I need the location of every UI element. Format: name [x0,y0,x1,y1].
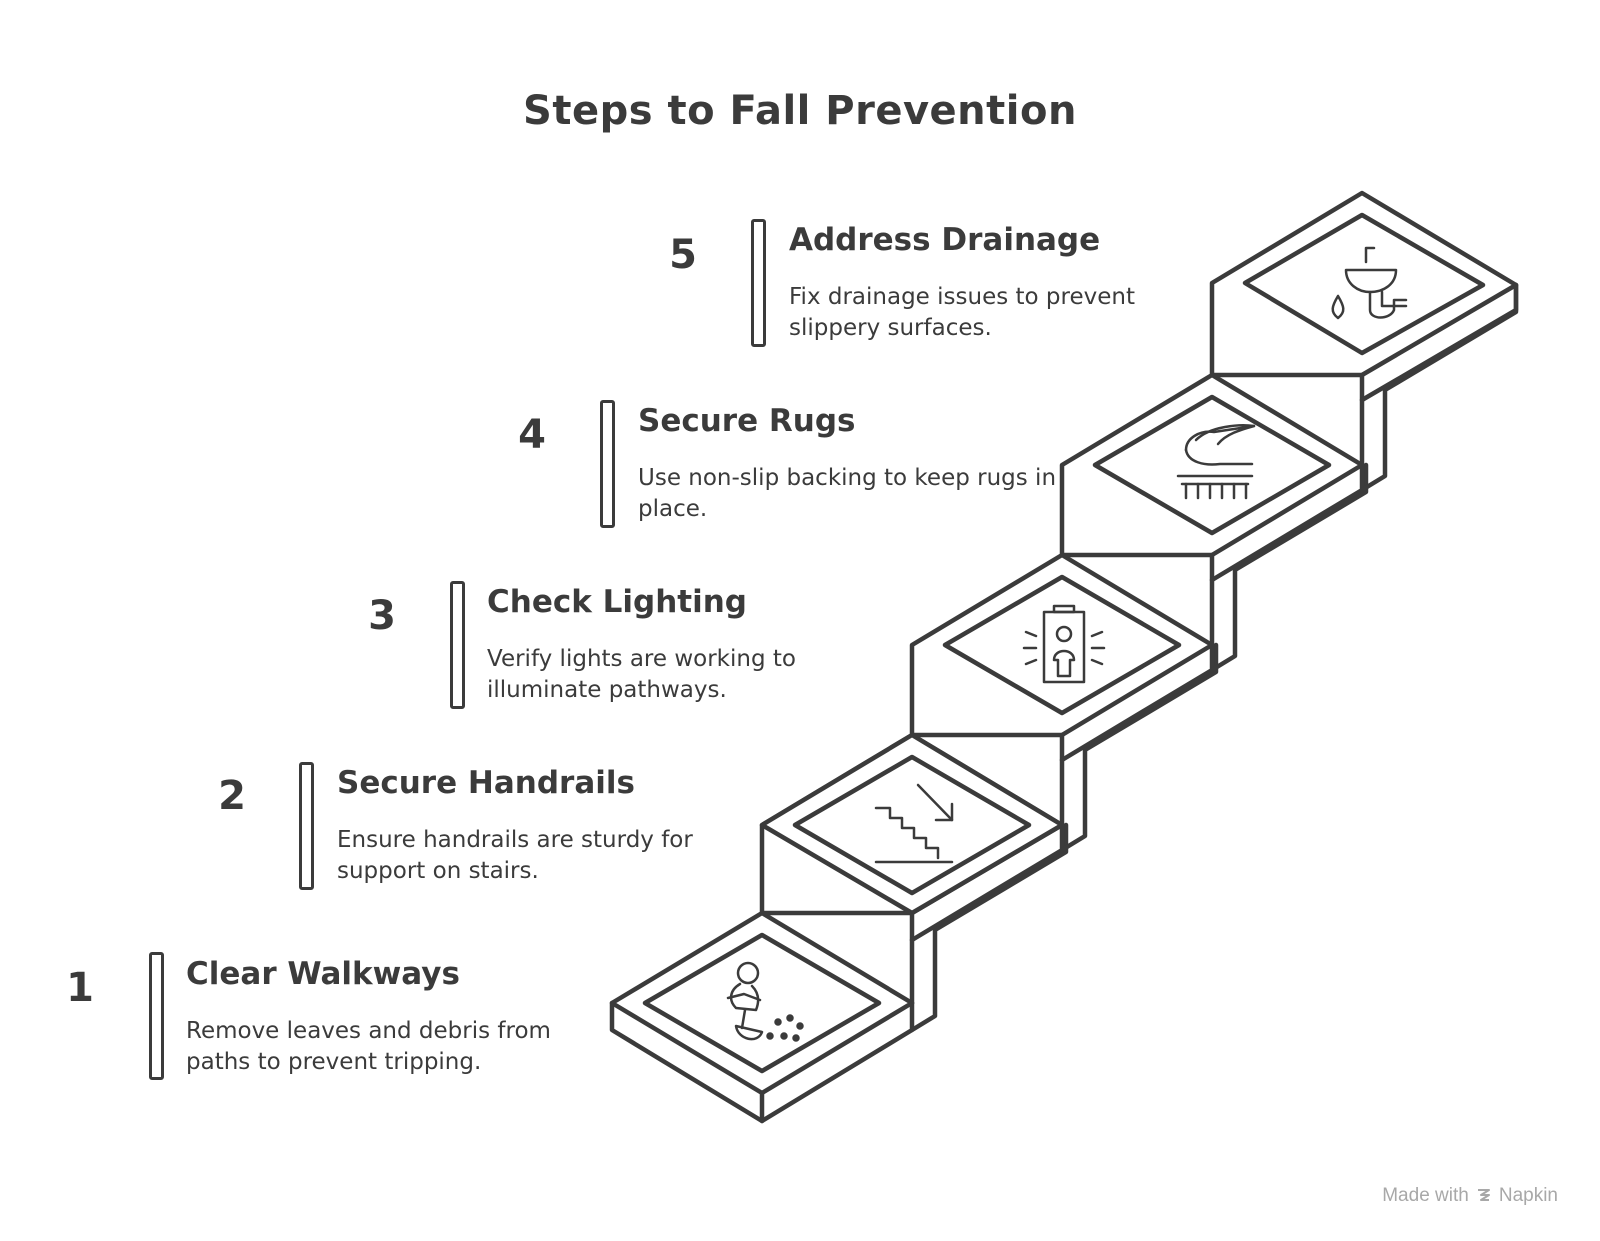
made-with-label: Made with [1382,1185,1469,1206]
step-title: Check Lighting [487,584,747,620]
lit-booth-icon [1022,604,1106,684]
step-number: 5 [669,232,697,278]
step-bar [299,762,314,890]
rug-icon [1176,424,1256,500]
stairs-down-icon [874,783,954,864]
step-description: Verify lights are working to illuminate … [487,646,796,703]
napkin-brand: Napkin [1498,1185,1558,1206]
step-title: Secure Rugs [638,403,856,439]
sink-drain-icon [1331,246,1408,320]
step-number: 2 [218,773,246,819]
step-bar [751,219,766,347]
step-description: Fix drainage issues to prevent slippery … [789,284,1135,341]
step-number: 3 [368,593,396,639]
step-description: Use non-slip backing to keep rugs in pla… [638,465,1057,522]
napkin-logo-icon [1477,1189,1490,1201]
step-title: Clear Walkways [186,956,460,992]
step-bar [600,400,615,528]
diagram-title: Steps to Fall Prevention [523,88,1077,134]
stair-block-3 [909,462,1369,828]
stair-block-1 [609,822,1069,1124]
step-description: Remove leaves and debris from paths to p… [186,1018,551,1075]
step-number: 4 [518,412,546,458]
footer-credit: Made with Napkin [1382,1185,1558,1207]
step-title: Secure Handrails [337,765,635,801]
step-description: Ensure handrails are sturdy for support … [337,827,693,884]
step-number: 1 [66,965,94,1011]
step-bar [149,952,164,1080]
sweeping-person-icon [726,961,804,1042]
step-bar [450,581,465,709]
step-title: Address Drainage [789,222,1101,258]
stair-block-5 [1209,190,1519,468]
